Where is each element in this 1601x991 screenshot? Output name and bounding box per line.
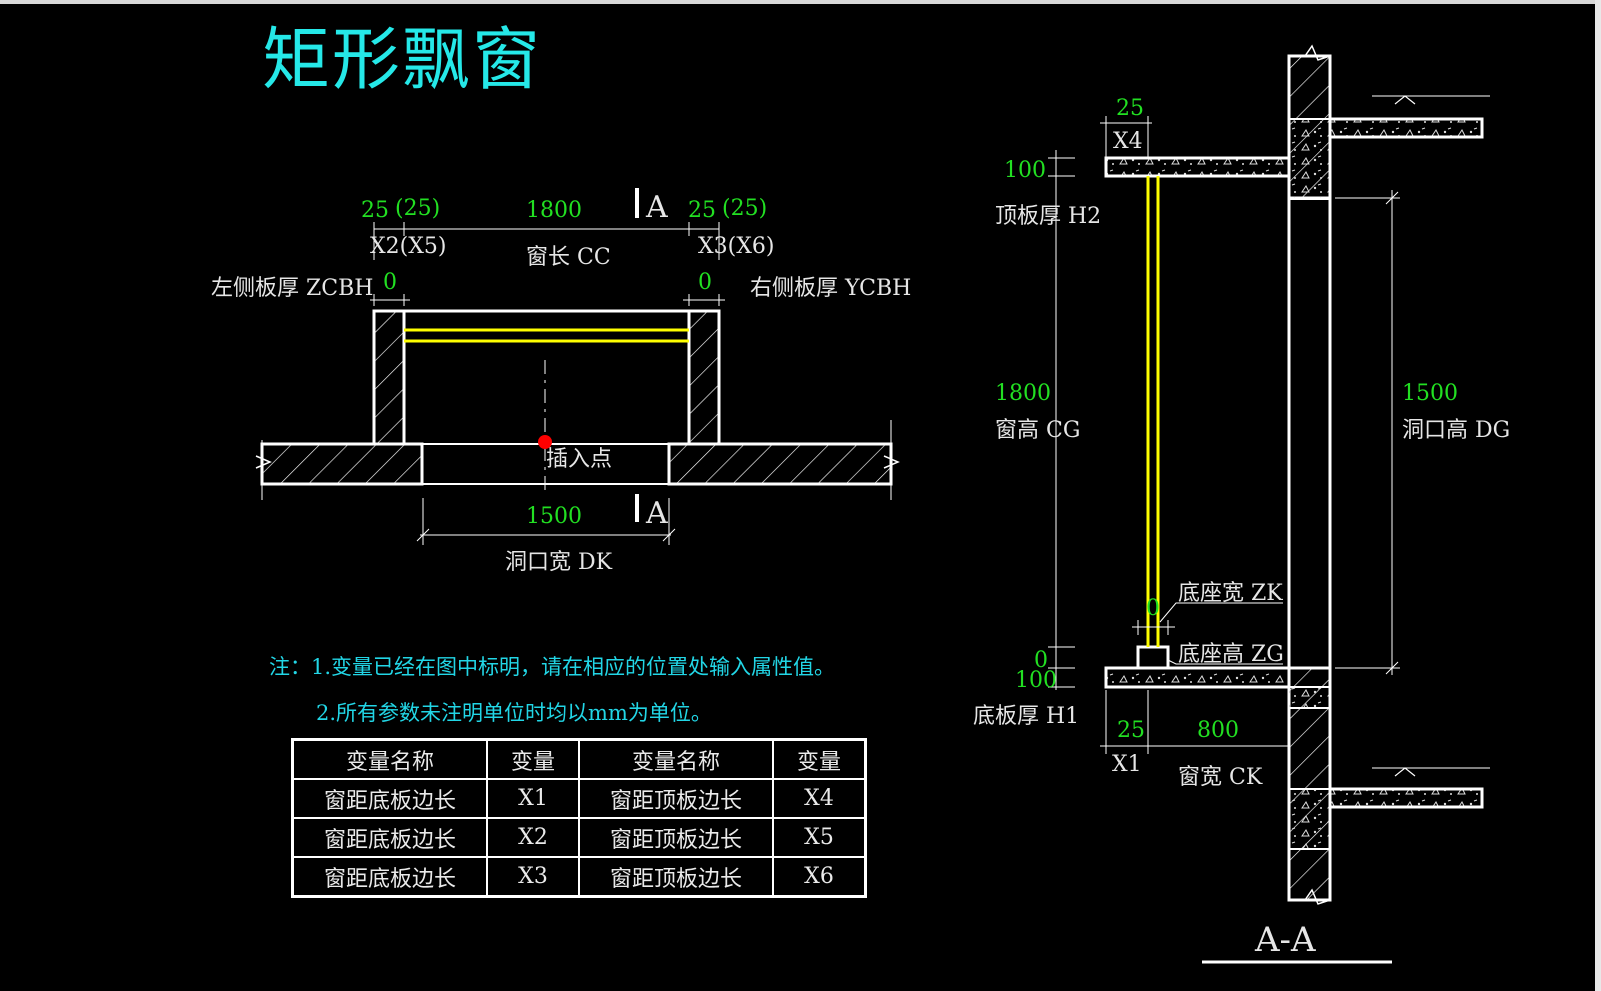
section-mark-bottom: A — [646, 496, 668, 531]
label-ck: 窗宽 CK — [1178, 765, 1263, 790]
table-cell: X2 — [486, 817, 580, 858]
table-cell: X4 — [772, 778, 867, 819]
label-zk: 底座宽 ZK — [1178, 581, 1283, 606]
table-cell: X6 — [772, 856, 867, 898]
dim-zcbh-value: 0 — [383, 270, 397, 295]
label-x4: X4 — [1113, 129, 1143, 154]
dim-cc-value: 1800 — [526, 198, 582, 223]
label-x3-x6: X3(X6) — [698, 234, 775, 259]
table-cell: 窗距顶板边长 — [578, 856, 774, 898]
table-cell: X3 — [486, 856, 580, 898]
dim-h2-value: 100 — [1004, 158, 1046, 183]
plan-side-right — [687, 309, 721, 446]
dim-zg-value: 0 — [1034, 648, 1048, 673]
dim-x5-value: (25) — [395, 196, 441, 221]
label-zg: 底座高 ZG — [1178, 642, 1284, 667]
table-cell: 窗距底板边长 — [291, 856, 488, 898]
variable-table: 变量名称 变量 变量名称 变量 窗距底板边长 X1 窗距顶板边长 X4 窗距底板… — [291, 738, 867, 898]
floor-slab-upper — [1328, 117, 1484, 139]
section-title: A-A — [1255, 920, 1316, 960]
table-cell: 窗距顶板边长 — [578, 778, 774, 819]
table-header-row: 变量名称 变量 变量名称 变量 — [291, 738, 867, 780]
table-header: 变量名称 — [578, 738, 774, 780]
label-x2-x5: X2(X5) — [370, 234, 447, 259]
label-x1: X1 — [1112, 752, 1142, 777]
bay-bottom-slab — [1104, 666, 1291, 689]
dim-h1-value: 100 — [1015, 668, 1057, 693]
label-dk: 洞口宽 DK — [505, 550, 613, 575]
table-cell: X5 — [772, 817, 867, 858]
section-wall-middle — [1287, 196, 1332, 670]
table-cell: X1 — [486, 778, 580, 819]
label-zcbh: 左侧板厚 ZCBH — [211, 276, 374, 301]
table-cell: 窗距顶板边长 — [578, 817, 774, 858]
dim-zk-value: 0 — [1146, 596, 1160, 621]
section-view — [1048, 44, 1490, 964]
note-line-1: 注：1.变量已经在图中标明，请在相应的位置处输入属性值。 — [269, 655, 836, 679]
note-line-2: 2.所有参数未注明单位时均以mm为单位。 — [316, 701, 712, 725]
label-dg: 洞口高 DG — [1402, 418, 1511, 443]
table-header: 变量 — [486, 738, 580, 780]
table-cell: 窗距底板边长 — [291, 817, 488, 858]
label-cg: 窗高 CG — [995, 418, 1081, 443]
section-mark-top: A — [646, 190, 668, 225]
dim-cg-value: 1800 — [995, 381, 1051, 406]
dim-x1-value: 25 — [1117, 718, 1145, 743]
plan-view — [255, 188, 900, 545]
table-row: 窗距底板边长 X2 窗距顶板边长 X5 — [291, 817, 867, 858]
window-top-border — [0, 0, 1601, 4]
dim-dk-value: 1500 — [526, 504, 582, 529]
dim-ycbh-value: 0 — [698, 270, 712, 295]
label-cc: 窗长 CC — [526, 245, 611, 270]
table-row: 窗距底板边长 X3 窗距顶板边长 X6 — [291, 856, 867, 898]
dim-dg-value: 1500 — [1402, 381, 1458, 406]
plan-side-left — [372, 309, 406, 446]
drawing-title: 矩形飘窗 — [262, 21, 543, 100]
table-header: 变量名称 — [291, 738, 488, 780]
dim-x4-value: 25 — [1116, 96, 1144, 121]
floor-slab-lower — [1328, 787, 1484, 809]
table-cell: 窗距底板边长 — [291, 778, 488, 819]
dim-x3-value: 25 — [688, 198, 716, 223]
bay-top-slab — [1104, 156, 1291, 178]
table-header: 变量 — [772, 738, 867, 780]
table-row: 窗距底板边长 X1 窗距顶板边长 X4 — [291, 778, 867, 819]
plan-wall-right — [667, 442, 893, 486]
plan-wall-left — [260, 442, 424, 486]
dim-ck-value: 800 — [1197, 718, 1239, 743]
insert-point-label: 插入点 — [546, 447, 613, 472]
label-h1: 底板厚 H1 — [973, 704, 1080, 729]
label-ycbh: 右侧板厚 YCBH — [750, 276, 912, 301]
label-h2: 顶板厚 H2 — [995, 204, 1102, 229]
window-base — [1136, 645, 1170, 670]
right-scrollbar[interactable] — [1595, 0, 1601, 991]
dim-x2-value: 25 — [361, 198, 389, 223]
insert-point-marker — [538, 435, 552, 449]
dim-x6-value: (25) — [722, 196, 768, 221]
